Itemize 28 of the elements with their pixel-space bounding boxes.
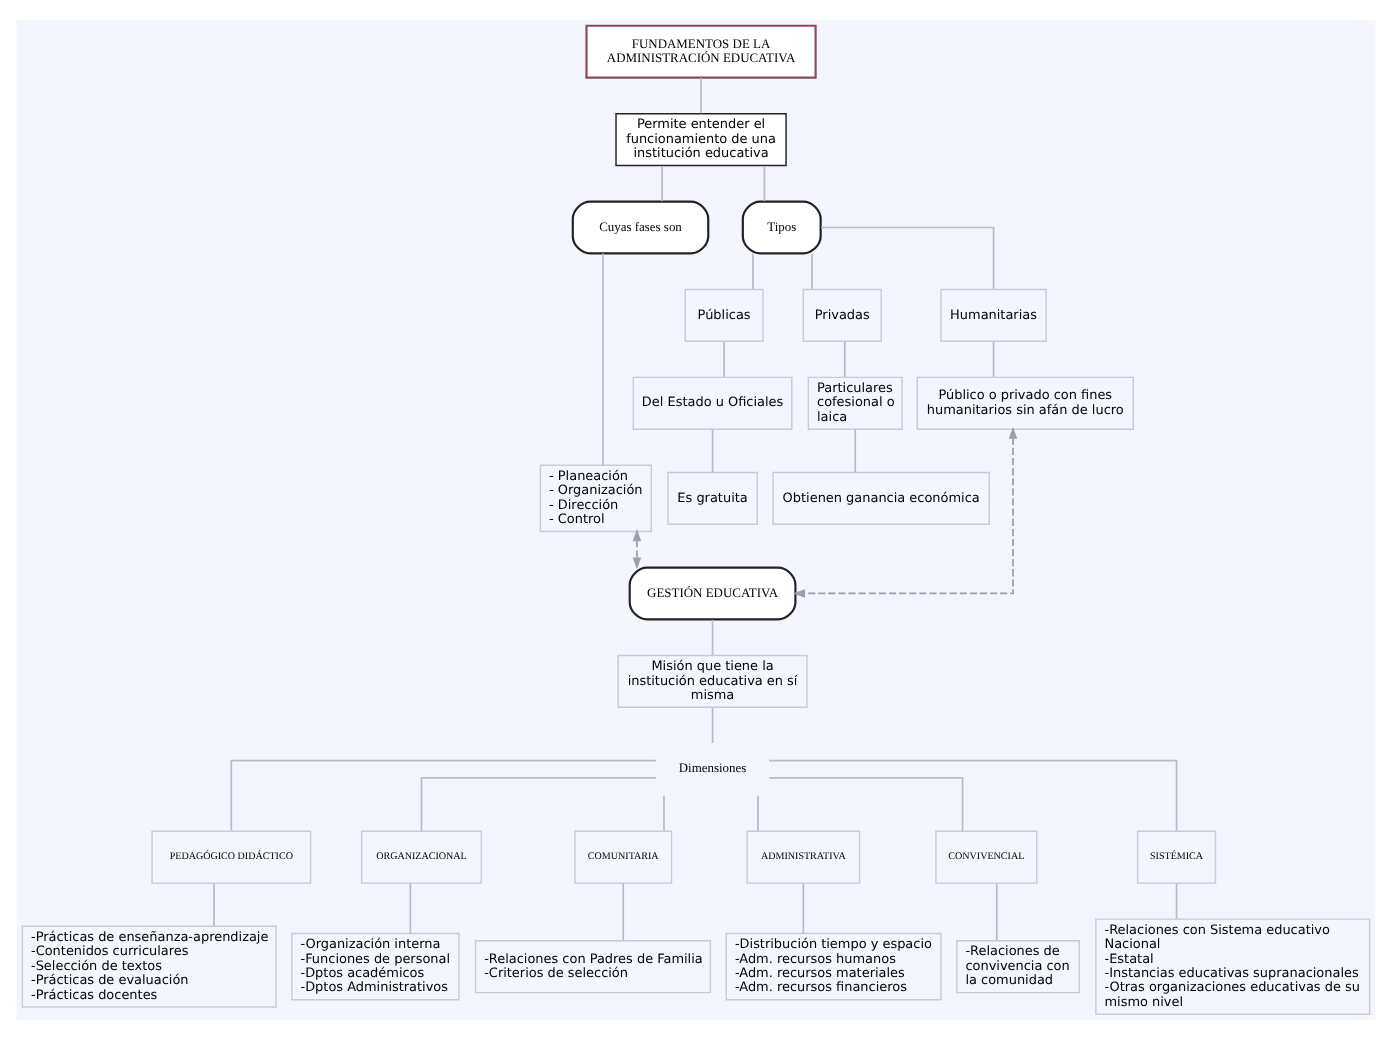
connector <box>768 759 1178 832</box>
connector <box>711 428 714 474</box>
connector <box>602 252 604 466</box>
connector <box>1175 882 1178 920</box>
connector <box>992 340 995 378</box>
connector <box>700 77 702 115</box>
connector <box>711 706 714 744</box>
connector <box>711 619 714 656</box>
connector <box>622 882 625 942</box>
connector <box>820 226 995 290</box>
connector <box>661 165 663 202</box>
connector <box>768 777 964 833</box>
connector <box>752 253 754 290</box>
connector <box>420 777 657 833</box>
connector <box>802 882 805 935</box>
connector <box>757 794 759 832</box>
connector <box>843 340 846 378</box>
arrow <box>792 426 1018 598</box>
connector <box>723 340 725 378</box>
connector <box>763 165 766 202</box>
connector <box>854 428 857 474</box>
connector <box>995 882 998 942</box>
connector <box>230 759 657 832</box>
arrow <box>632 529 642 570</box>
connector <box>409 882 412 935</box>
connector <box>213 882 215 927</box>
connector <box>811 253 813 290</box>
connector <box>663 794 665 832</box>
